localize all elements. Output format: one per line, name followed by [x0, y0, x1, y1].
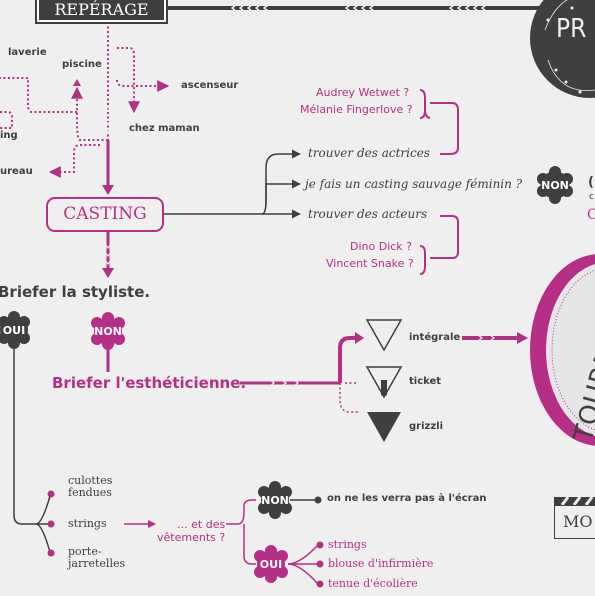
- waxing-integrale: intégrale: [409, 332, 461, 343]
- clothes-result-lines: [287, 499, 319, 585]
- stylist-non-badge: [91, 312, 125, 350]
- clothes-oui-result-blouse: blouse d'infirmière: [328, 557, 434, 570]
- and-clothes-question: ... et des vêtements ?: [157, 518, 226, 544]
- clapperboard-icon: [554, 496, 595, 506]
- integrale-to-tournage-arrow: [462, 332, 528, 344]
- beautician-title: Briefer l'esthéticienne.: [52, 374, 247, 392]
- casting-right-partial-3: C: [587, 207, 595, 223]
- clothes-non-badge: [258, 481, 292, 519]
- waxing-ticket: ticket: [409, 376, 442, 387]
- stylist-oui-tree: [13, 345, 51, 553]
- production-circle: [530, 0, 595, 98]
- waxing-shapes: [365, 319, 403, 442]
- piscine-arrow-icon: [73, 79, 81, 86]
- location-laverie: laverie: [8, 47, 47, 58]
- stylist-title: Briefer la styliste.: [0, 283, 151, 301]
- lingerie-culottes: culottes fendues: [68, 474, 113, 499]
- casting-right-partial-1: (: [588, 175, 594, 190]
- beautician-to-waxing: [240, 332, 364, 413]
- reperage-box: REPÉRAGE: [35, 0, 168, 24]
- casting-to-stylist-arrow: [102, 232, 114, 278]
- reperage-to-casting-arrow: [102, 103, 114, 195]
- location-piscine: piscine: [62, 59, 102, 70]
- result-dots: [314, 496, 324, 588]
- actress-name-1: Audrey Wetwet ?: [316, 86, 410, 99]
- location-paths: [0, 22, 170, 178]
- header-connector: [166, 4, 540, 12]
- tournage-ellipse: [530, 254, 595, 446]
- clothes-non-label: NON: [261, 494, 289, 507]
- waxing-grizzli: grizzli: [409, 421, 444, 432]
- clothes-oui-result-tenue: tenue d'écolière: [328, 577, 418, 590]
- stylist-oui-label: OUI: [2, 324, 26, 337]
- location-bureau: ureau: [0, 166, 33, 177]
- casting-branches: [164, 149, 301, 219]
- actor-name-2: Vincent Snake ?: [326, 257, 414, 270]
- lingerie-porte-jarretelles: porte- jarretelles: [68, 545, 126, 570]
- location-ascenseur: ascenseur: [181, 80, 239, 91]
- casting-right-partial-2: c: [589, 192, 594, 202]
- casting-non-label: NON: [541, 179, 569, 192]
- find-actresses-label: trouver des actrices: [308, 146, 430, 160]
- name-brackets: [419, 89, 459, 275]
- location-parking: ing: [0, 130, 18, 141]
- clothes-oui-badge: [254, 545, 288, 583]
- wild-casting-label: je fais un casting sauvage féminin ?: [305, 177, 523, 191]
- clothes-oui-label: OUI: [259, 558, 283, 571]
- casting-box: CASTING: [46, 197, 164, 232]
- actor-name-1: Dino Dick ?: [350, 240, 413, 253]
- lingerie-dots: [47, 490, 55, 557]
- stylist-oui-badge: [0, 311, 30, 349]
- lingerie-strings: strings: [68, 517, 107, 530]
- location-chez-maman: chez maman: [129, 123, 200, 134]
- clothes-oui-result-strings: strings: [328, 538, 367, 551]
- montage-box: MO: [554, 505, 595, 539]
- stylist-non-label: NON: [94, 325, 122, 338]
- strings-arrow: [124, 520, 156, 528]
- clothes-non-result: on ne les verra pas à l'écran: [327, 493, 487, 504]
- actress-name-2: Mélanie Fingerlove ?: [300, 103, 413, 116]
- find-actors-label: trouver des acteurs: [308, 207, 428, 221]
- production-title-partial: PR: [556, 14, 587, 44]
- casting-non-badge: [537, 166, 573, 204]
- clothes-branches: [226, 499, 256, 565]
